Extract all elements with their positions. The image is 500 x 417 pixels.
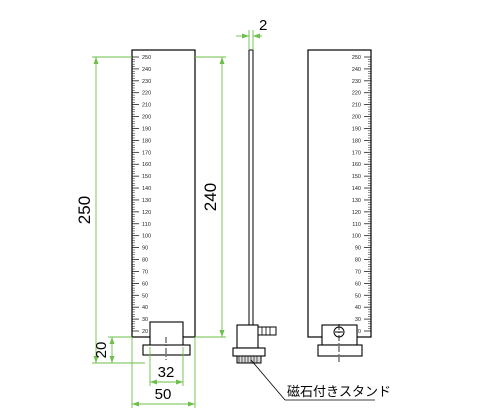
front-scale-tick-label: 20 [142,329,148,335]
front-scale-tick-label: 80 [142,258,148,264]
front-scale-tick-label: 240 [142,67,151,73]
dim-base-width: 32 [158,364,175,381]
front-ruler-body [131,49,196,338]
side-stand-base [232,347,266,357]
back-scale-tick-label: 120 [352,210,361,216]
back-scale-tick-label: 20 [355,329,361,335]
back-scale-tick-label: 170 [352,150,361,156]
front-scale-tick-label: 120 [142,210,151,216]
front-scale-tick-label: 200 [142,115,151,121]
back-scale-tick-label: 90 [355,246,361,252]
front-scale-tick-label: 110 [142,222,151,228]
front-view: 20 30 40 50 60 70 80 90 100 110 120 130 140 150 160 170… [131,49,196,360]
dim-thickness: 2 [259,17,267,34]
back-view: 20 30 40 50 60 70 80 90 100 110 120 130 140 150 160 170… [307,49,372,362]
back-scale: 20 30 40 50 60 70 80 90 100 110 120 130 140 150 160 170… [352,55,371,335]
front-scale-tick-label: 60 [142,281,148,287]
side-knob [257,326,277,336]
front-stand-base [142,344,191,356]
back-scale-tick-label: 250 [352,55,361,61]
back-scale-tick-label: 100 [352,234,361,240]
back-stand-base [317,344,363,357]
dim-overall-width: 50 [155,386,172,403]
front-scale-tick-label: 150 [142,174,151,180]
back-ruler-body [307,49,372,338]
back-scale-tick-label: 160 [352,162,361,168]
back-scale-tick-label: 40 [355,305,361,311]
front-scale: 20 30 40 50 60 70 80 90 100 110 120 130 140 150 160 170… [132,55,151,335]
side-ruler-body [248,49,254,337]
front-scale-tick-label: 220 [142,91,151,97]
front-scale-tick-label: 190 [142,126,151,132]
back-scale-tick-label: 130 [352,198,361,204]
back-scale-tick-label: 80 [355,258,361,264]
front-scale-tick-label: 130 [142,198,151,204]
back-scale-tick-label: 180 [352,138,361,144]
front-scale-tick-label: 160 [142,162,151,168]
front-stand-block [149,321,184,348]
dimension-lines [92,30,375,408]
magnet-pad [236,355,262,364]
side-view [232,49,277,364]
front-scale-tick-label: 180 [142,138,151,144]
dim-base-height: 20 [93,342,110,359]
back-scale-tick-label: 70 [355,269,361,275]
back-scale-tick-label: 220 [352,91,361,97]
front-scale-tick-label: 250 [142,55,151,61]
back-scale-tick-label: 30 [355,317,361,323]
back-scale-tick-label: 50 [355,293,361,299]
dim-total-height: 250 [75,196,94,224]
callout-label: 磁石付きスタンド [287,384,391,399]
front-scale-tick-label: 50 [142,293,148,299]
back-scale-tick-label: 150 [352,174,361,180]
side-stand-block [236,324,259,349]
front-scale-tick-label: 170 [142,150,151,156]
back-scale-tick-label: 140 [352,186,361,192]
front-scale-tick-label: 140 [142,186,151,192]
back-scale-tick-label: 200 [352,115,361,121]
back-scale-tick-label: 110 [352,222,361,228]
front-scale-tick-label: 30 [142,317,148,323]
front-scale-tick-label: 210 [142,103,151,109]
front-scale-tick-label: 40 [142,305,148,311]
back-scale-tick-label: 240 [352,67,361,73]
front-scale-tick-label: 230 [142,79,151,85]
dim-scale-height: 240 [201,183,220,211]
back-scale-tick-label: 60 [355,281,361,287]
back-scale-tick-label: 190 [352,126,361,132]
back-scale-tick-label: 230 [352,79,361,85]
front-scale-tick-label: 100 [142,234,151,240]
back-scale-tick-label: 210 [352,103,361,109]
front-scale-tick-label: 70 [142,269,148,275]
front-scale-tick-label: 90 [142,246,148,252]
